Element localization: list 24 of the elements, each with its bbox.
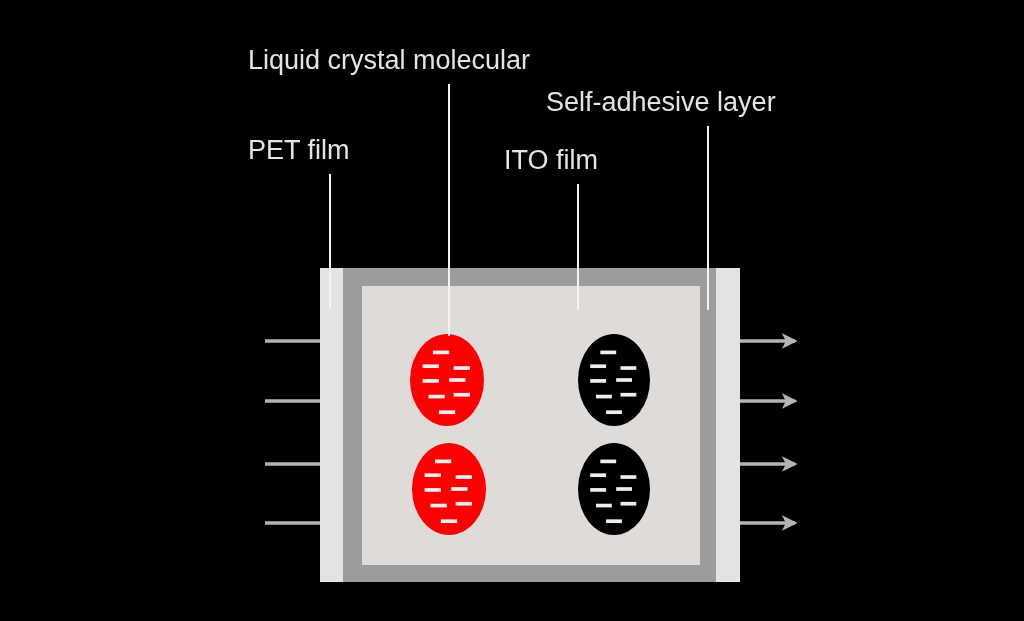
light-ray-line xyxy=(265,462,320,466)
film-strip xyxy=(320,268,344,582)
light-ray-line xyxy=(265,521,320,525)
film-panel xyxy=(362,286,700,565)
callout-label: Self-adhesive layer xyxy=(546,84,856,120)
light-ray-line xyxy=(265,339,320,343)
callout-label: Liquid crystal molecular xyxy=(248,42,628,78)
leader-line xyxy=(707,125,709,311)
molecule-ellipse xyxy=(410,334,484,426)
callout-label: PET film xyxy=(248,132,408,168)
film-strip xyxy=(716,268,740,582)
light-ray-arrow xyxy=(740,393,798,409)
leader-line xyxy=(329,173,331,309)
molecule-ellipse xyxy=(578,443,650,535)
leader-line xyxy=(577,183,579,311)
light-ray-line xyxy=(265,399,320,403)
callout-label: ITO film xyxy=(504,142,644,178)
light-ray-arrow xyxy=(740,333,798,349)
molecule-ellipse xyxy=(578,334,650,426)
light-ray-arrow xyxy=(740,456,798,472)
leader-line xyxy=(448,83,450,337)
adhesive-frame xyxy=(343,268,717,582)
light-ray-arrow xyxy=(740,515,798,531)
molecule-ellipse xyxy=(412,443,486,535)
